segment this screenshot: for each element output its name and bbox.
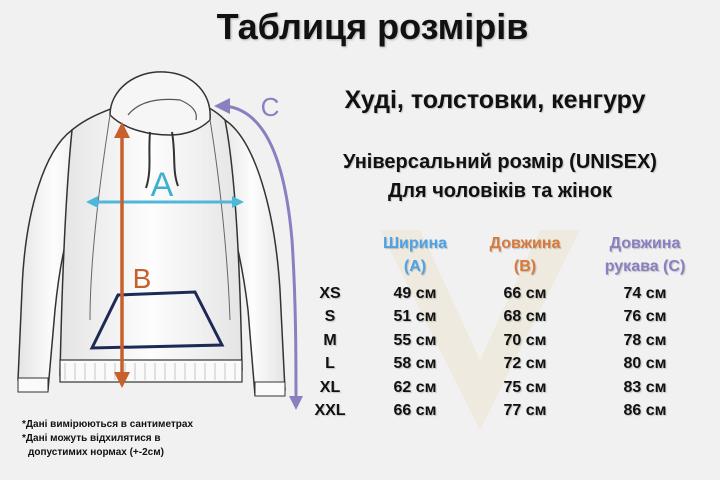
size-table-header: Ширина (А) Довжина (В) Довжина рукава (С… xyxy=(300,232,710,282)
sleeve-cell: 74 см xyxy=(623,284,667,302)
width-cell: 51 см xyxy=(393,308,437,326)
size-cell: S xyxy=(324,308,336,326)
width-cell: 55 см xyxy=(393,331,437,349)
footnotes: *Дані вимірюються в сантиметрах *Дані мо… xyxy=(22,418,193,460)
sleeve-cell: 78 см xyxy=(623,331,667,349)
length-cell: 70 см xyxy=(503,331,547,349)
header-width: Ширина (А) xyxy=(382,235,448,275)
table-row: L 58 см 72 см 80 см xyxy=(300,353,710,377)
length-cell: 66 см xyxy=(503,284,547,302)
table-row: XXL 66 см 77 см 86 см xyxy=(300,400,710,424)
size-table: Ширина (А) Довжина (В) Довжина рукава (С… xyxy=(300,232,710,423)
sleeve-cell: 76 см xyxy=(623,308,667,326)
size-cell: XS xyxy=(319,284,341,302)
sleeve-cell: 86 см xyxy=(623,402,667,420)
length-cell: 72 см xyxy=(503,355,547,373)
size-cell: XXL xyxy=(314,402,346,420)
width-cell: 66 см xyxy=(393,402,437,420)
sleeve-cell: 80 см xyxy=(623,355,667,373)
footnote-3: допустимих нормах (+-2см) xyxy=(28,447,164,458)
header-size xyxy=(300,232,360,282)
page-title: Таблиця розмірів xyxy=(216,6,529,47)
width-cell: 49 см xyxy=(393,284,437,302)
table-row: S 51 см 68 см 76 см xyxy=(300,306,710,330)
sleeve-cell: 83 см xyxy=(623,378,667,396)
unisex-info: Універсальний розмір (UNISEX) Для чолові… xyxy=(300,148,700,206)
length-cell: 75 см xyxy=(503,378,547,396)
sleeve-measure-line xyxy=(224,104,298,401)
size-cell: L xyxy=(325,355,335,373)
watermark-logo xyxy=(380,230,580,430)
header-sleeve: Довжина рукава (С) xyxy=(604,235,686,275)
length-cell: 77 см xyxy=(503,402,547,420)
label-c: C xyxy=(261,92,280,122)
footnote-2: *Дані можуть відхилятися в xyxy=(22,433,161,444)
width-cell: 58 см xyxy=(393,355,437,373)
table-row: XS 49 см 66 см 74 см xyxy=(300,282,710,306)
product-subtitle: Худі, толстовки, кенгуру xyxy=(344,86,646,114)
footnote-1: *Дані вимірюються в сантиметрах xyxy=(22,419,194,430)
width-cell: 62 см xyxy=(393,378,437,396)
size-cell: XL xyxy=(319,378,341,396)
unisex-line-2: Для чоловіків та жінок xyxy=(388,180,612,202)
length-cell: 68 см xyxy=(503,308,547,326)
header-length: Довжина (В) xyxy=(489,235,561,275)
size-cell: M xyxy=(323,331,337,349)
hoodie-illustration: A B C xyxy=(17,71,303,410)
table-row: XL 62 см 75 см 83 см xyxy=(300,376,710,400)
table-row: M 55 см 70 см 78 см xyxy=(300,329,710,353)
unisex-line-1: Універсальний розмір (UNISEX) xyxy=(343,151,657,173)
label-b: B xyxy=(133,263,152,294)
label-a: A xyxy=(151,166,174,204)
